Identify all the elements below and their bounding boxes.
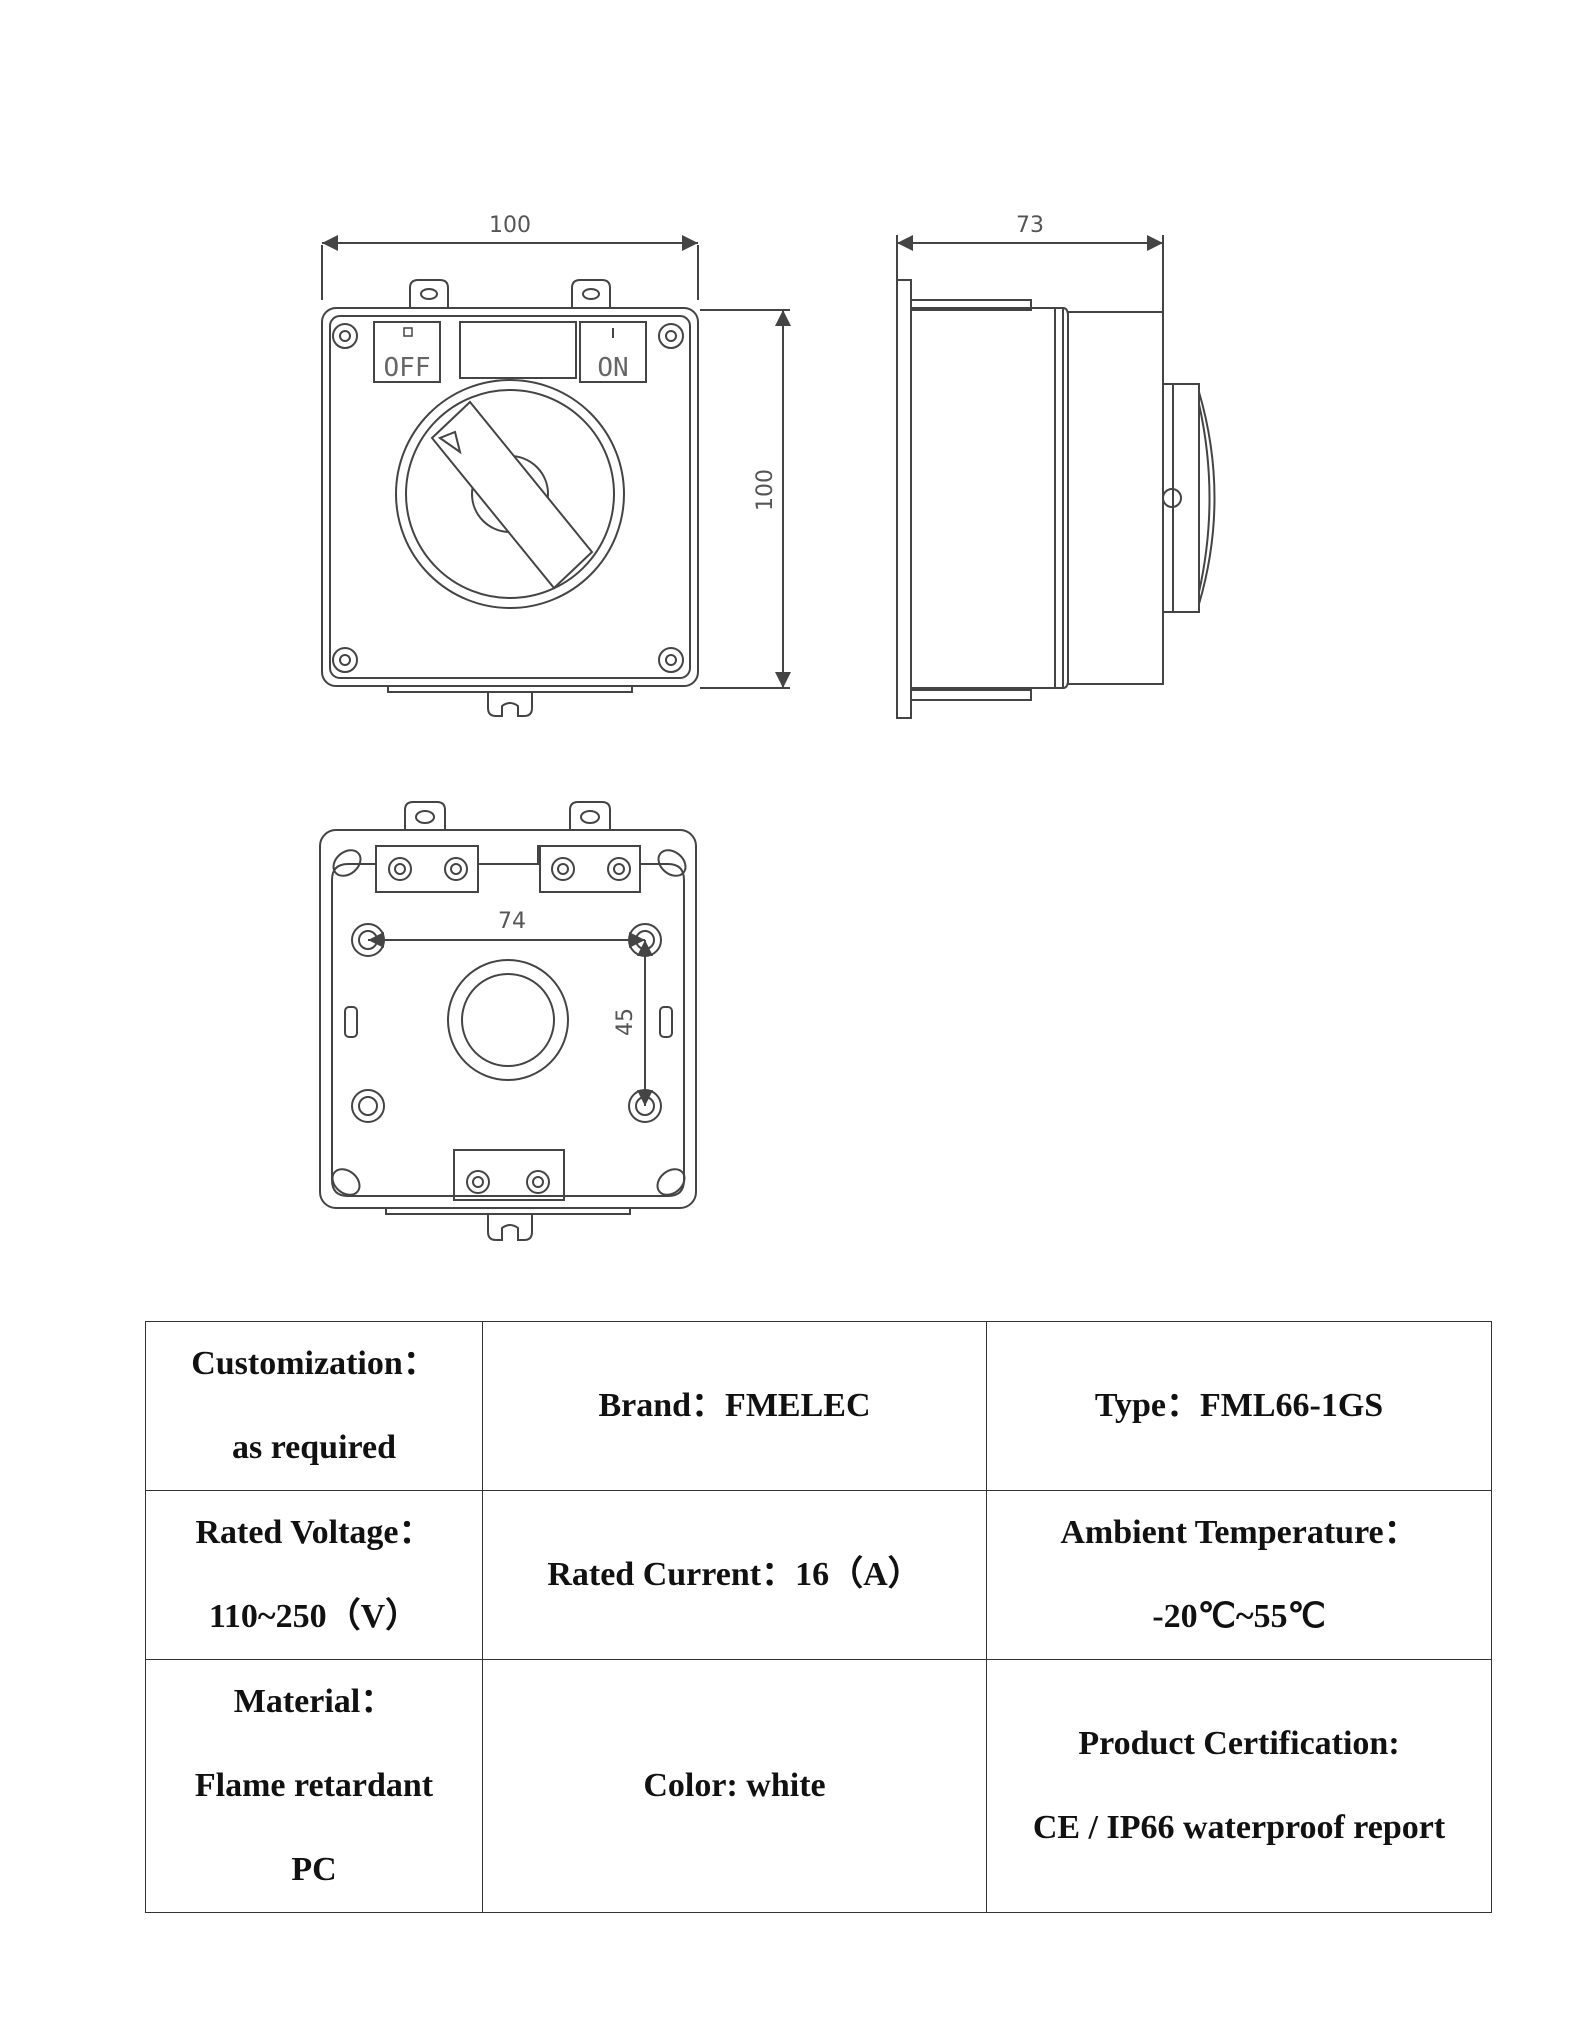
customization-cell: Customization： as required (145, 1321, 483, 1491)
screw-icon (332, 323, 684, 673)
brand-cell: Brand：FMELEC (482, 1321, 987, 1491)
customization-value: as required (231, 1429, 397, 1466)
rated-voltage-cell: Rated Voltage： 110~250（V） (145, 1490, 483, 1660)
type-text: Type：FML66-1GS (1094, 1387, 1384, 1424)
color-text: Color: white (643, 1767, 826, 1804)
color-cell: Color: white (482, 1659, 987, 1913)
side-depth-dim: 73 (1016, 213, 1044, 238)
arrow-pointer-icon (437, 430, 462, 455)
material-value-line2: PC (291, 1851, 337, 1888)
ambient-temp-value: -20℃~55℃ (1152, 1598, 1326, 1635)
ambient-temp-cell: Ambient Temperature： -20℃~55℃ (986, 1490, 1492, 1660)
spec-table: Customization： as required Brand：FMELEC … (145, 1321, 1492, 1913)
customization-label: Customization： (191, 1345, 437, 1382)
side-view: 73 (896, 213, 1216, 719)
rated-current-text: Rated Current：16（A） (547, 1556, 922, 1593)
certification-value: CE / IP66 waterproof report (1032, 1809, 1446, 1846)
certification-label: Product Certification: (1078, 1725, 1400, 1762)
back-view: 74 45 (319, 801, 697, 1241)
rated-current-cell: Rated Current：16（A） (482, 1490, 987, 1660)
front-view: 100 100 OFF ON (321, 213, 791, 717)
off-label: OFF (384, 353, 431, 383)
back-vertical-dim: 45 (613, 1008, 638, 1036)
rotary-handle (395, 379, 625, 609)
on-label: ON (597, 353, 628, 383)
rated-voltage-value: 110~250（V） (208, 1598, 420, 1635)
ambient-temp-label: Ambient Temperature： (1060, 1514, 1418, 1551)
table-row: Rated Voltage： 110~250（V） Rated Current：… (145, 1490, 1492, 1660)
material-label: Material： (233, 1683, 395, 1720)
table-row: Material： Flame retardant PC Color: whit… (145, 1659, 1492, 1913)
front-width-dim: 100 (489, 213, 531, 238)
type-cell: Type：FML66-1GS (986, 1321, 1492, 1491)
rated-voltage-label: Rated Voltage： (195, 1514, 433, 1551)
brand-text: Brand：FMELEC (598, 1387, 871, 1424)
back-horizontal-dim: 74 (498, 909, 526, 934)
technical-drawing: 100 100 OFF ON (319, 213, 1216, 1241)
material-cell: Material： Flame retardant PC (145, 1659, 483, 1913)
certification-cell: Product Certification: CE / IP66 waterpr… (986, 1659, 1492, 1913)
table-row: Customization： as required Brand：FMELEC … (145, 1321, 1492, 1491)
material-value-line1: Flame retardant (194, 1767, 434, 1804)
front-height-dim: 100 (753, 469, 778, 511)
